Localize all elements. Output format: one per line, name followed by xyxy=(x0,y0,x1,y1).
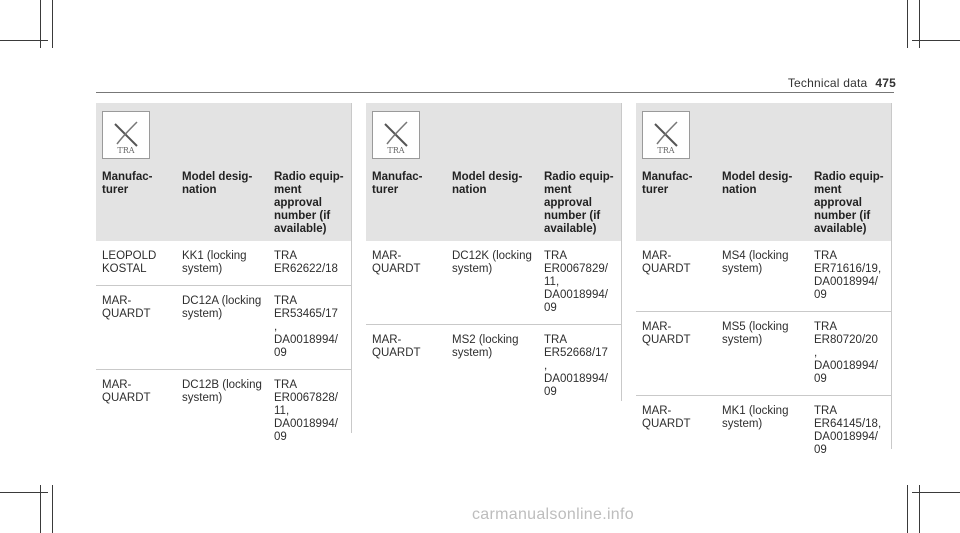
crop-mark xyxy=(0,492,48,493)
col-model: Model desig- nation xyxy=(452,171,523,196)
cell-approval: TRA ER53465/17 , DA0018994/ 09 xyxy=(274,295,338,359)
table-header: TRA Manufac- turer Model desig- nation R… xyxy=(636,103,892,241)
table-header: TRA Manufac- turer Model desig- nation R… xyxy=(96,103,352,241)
cell-approval: TRA ER0067828/ 11, DA0018994/ 09 xyxy=(274,379,338,443)
cell-manufacturer: MAR- QUARDT xyxy=(102,379,151,404)
table-row: LEOPOLD KOSTAL KK1 (locking system) TRA … xyxy=(96,241,352,286)
crop-mark xyxy=(912,40,960,41)
cell-model: MS4 (locking system) xyxy=(722,250,789,275)
table-row: MAR- QUARDT DC12K (locking system) TRA E… xyxy=(366,241,622,325)
table-edge xyxy=(891,103,892,449)
table-header: TRA Manufac- turer Model desig- nation R… xyxy=(366,103,622,241)
cell-approval: TRA ER62622/18 xyxy=(274,250,338,275)
crop-mark xyxy=(907,0,908,48)
col-approval: Radio equip- ment approval number (if av… xyxy=(544,171,614,235)
cell-model: MS5 (locking system) xyxy=(722,321,789,346)
header-row: Manufac- turer Model desig- nation Radio… xyxy=(366,171,622,236)
table-row: MAR- QUARDT MS2 (locking system) TRA ER5… xyxy=(366,325,622,408)
svg-text:TRA: TRA xyxy=(117,146,134,155)
cell-manufacturer: MAR- QUARDT xyxy=(102,295,151,320)
col-manufacturer: Manufac- turer xyxy=(642,171,693,196)
table-body: LEOPOLD KOSTAL KK1 (locking system) TRA … xyxy=(96,241,352,453)
approval-table-3: TRA Manufac- turer Model desig- nation R… xyxy=(636,103,892,466)
cell-manufacturer: MAR- QUARDT xyxy=(372,334,421,359)
cell-manufacturer: MAR- QUARDT xyxy=(372,250,421,275)
header-row: Manufac- turer Model desig- nation Radio… xyxy=(636,171,892,236)
crop-mark xyxy=(912,492,960,493)
cell-manufacturer: MAR- QUARDT xyxy=(642,250,691,275)
cell-model: MK1 (locking system) xyxy=(722,405,789,430)
tra-logo-icon: TRA xyxy=(114,121,138,155)
cell-approval: TRA ER64145/18, DA0018994/ 09 xyxy=(814,405,882,456)
crop-mark xyxy=(919,0,920,48)
tra-logo: TRA xyxy=(372,111,420,159)
table-body: MAR- QUARDT MS4 (locking system) TRA ER7… xyxy=(636,241,892,466)
watermark: carmanualsonline.info xyxy=(472,506,634,523)
cell-approval: TRA ER80720/20 , DA0018994/ 09 xyxy=(814,321,878,385)
col-approval: Radio equip- ment approval number (if av… xyxy=(814,171,884,235)
cell-model: DC12K (locking system) xyxy=(452,250,532,275)
table-body: MAR- QUARDT DC12K (locking system) TRA E… xyxy=(366,241,622,408)
crop-mark xyxy=(52,0,53,48)
col-manufacturer: Manufac- turer xyxy=(372,171,423,196)
crop-mark xyxy=(40,0,41,48)
cell-model: KK1 (locking system) xyxy=(182,250,247,275)
cell-manufacturer: LEOPOLD KOSTAL xyxy=(102,250,157,275)
table-edge xyxy=(351,103,352,433)
tra-logo: TRA xyxy=(642,111,690,159)
table-row: MAR- QUARDT MS5 (locking system) TRA ER8… xyxy=(636,312,892,396)
cell-manufacturer: MAR- QUARDT xyxy=(642,321,691,346)
crop-mark xyxy=(52,485,53,533)
table-edge xyxy=(621,103,622,401)
cell-model: DC12B (locking system) xyxy=(182,379,262,404)
cell-model: DC12A (locking system) xyxy=(182,295,262,320)
cell-approval: TRA ER71616/19, DA0018994/ 09 xyxy=(814,250,882,301)
table-row: MAR- QUARDT MK1 (locking system) TRA ER6… xyxy=(636,396,892,466)
cell-approval: TRA ER0067829/ 11, DA0018994/ 09 xyxy=(544,250,608,314)
svg-text:TRA: TRA xyxy=(387,146,404,155)
section-title: Technical data xyxy=(787,76,868,90)
table-row: MAR- QUARDT DC12B (locking system) TRA E… xyxy=(96,370,352,453)
crop-mark xyxy=(0,40,48,41)
col-model: Model desig- nation xyxy=(722,171,793,196)
header-rule xyxy=(96,92,894,93)
crop-mark xyxy=(919,485,920,533)
cell-approval: TRA ER52668/17 , DA0018994/ 09 xyxy=(544,334,608,398)
tra-logo-icon: TRA xyxy=(384,121,408,155)
cell-manufacturer: MAR- QUARDT xyxy=(642,405,691,430)
header-row: Manufac- turer Model desig- nation Radio… xyxy=(96,171,352,236)
col-approval: Radio equip- ment approval number (if av… xyxy=(274,171,344,235)
cell-model: MS2 (locking system) xyxy=(452,334,519,359)
page-header: Technical data 475 xyxy=(788,76,896,90)
col-manufacturer: Manufac- turer xyxy=(102,171,153,196)
col-model: Model desig- nation xyxy=(182,171,253,196)
tra-logo-icon: TRA xyxy=(654,121,678,155)
crop-mark xyxy=(40,485,41,533)
page-number: 475 xyxy=(875,76,896,90)
approval-table-2: TRA Manufac- turer Model desig- nation R… xyxy=(366,103,622,408)
tra-logo: TRA xyxy=(102,111,150,159)
table-row: MAR- QUARDT MS4 (locking system) TRA ER7… xyxy=(636,241,892,312)
crop-mark xyxy=(907,485,908,533)
table-row: MAR- QUARDT DC12A (locking system) TRA E… xyxy=(96,286,352,370)
approval-table-1: TRA Manufac- turer Model desig- nation R… xyxy=(96,103,352,453)
svg-text:TRA: TRA xyxy=(657,146,674,155)
